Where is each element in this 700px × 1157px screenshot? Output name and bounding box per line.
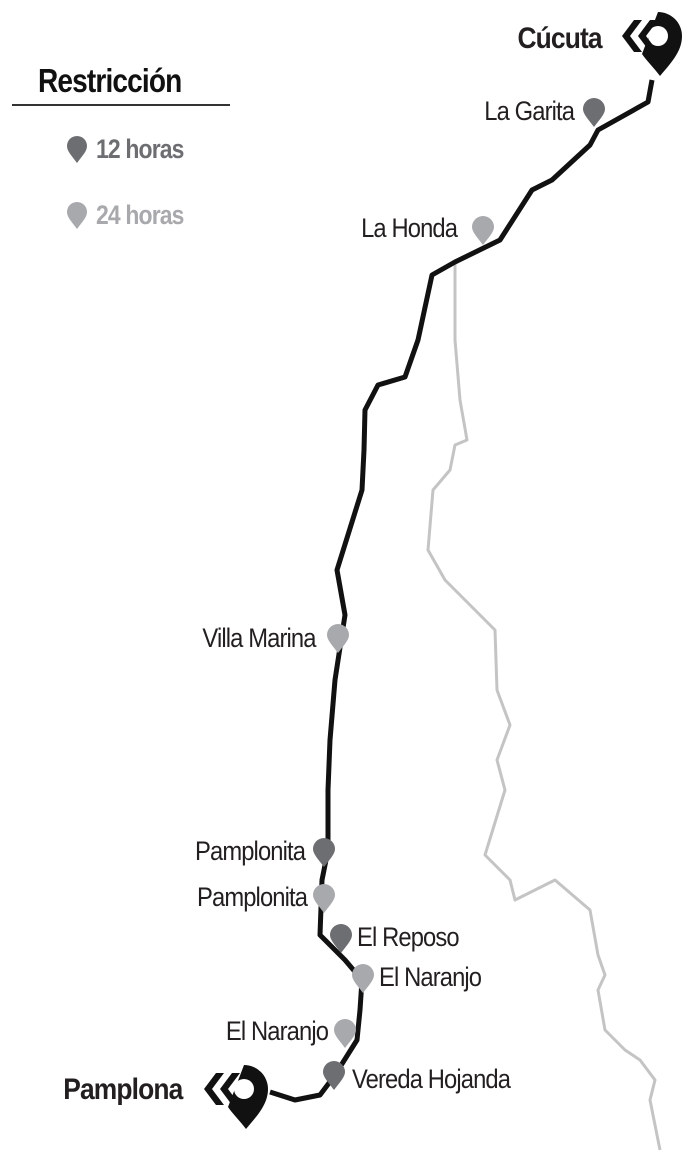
light-pin-icon xyxy=(312,884,336,914)
legend-divider xyxy=(12,104,230,106)
legend-item-24h: 24 horas xyxy=(66,200,199,231)
location-label: El Reposo xyxy=(357,922,460,952)
dark-pin-icon xyxy=(312,838,336,868)
pamplona-label: Pamplona xyxy=(62,1073,183,1106)
light-pin-icon xyxy=(333,1019,357,1049)
location-label: Vereda Hojanda xyxy=(352,1064,511,1094)
dark-pin-icon xyxy=(329,924,353,954)
light-pin-icon xyxy=(471,216,495,246)
cucuta-endpoint-icon xyxy=(622,12,682,76)
cucuta-label: Cúcuta xyxy=(517,22,603,55)
dark-pin-icon xyxy=(67,135,87,163)
location-label: El Naranjo xyxy=(225,1016,329,1046)
pamplona-endpoint-icon xyxy=(204,1065,268,1129)
location-label: El Naranjo xyxy=(379,962,482,992)
light-pin-icon xyxy=(351,964,375,994)
dark-pin-icon xyxy=(582,98,606,128)
location-label: Pamplonita xyxy=(194,836,306,866)
light-pin-icon xyxy=(67,201,87,229)
dark-pin-icon xyxy=(322,1061,346,1091)
location-label: Pamplonita xyxy=(196,882,308,912)
location-label: Villa Marina xyxy=(202,623,317,653)
legend-title: Restricción xyxy=(38,62,182,99)
route-line xyxy=(269,79,655,1103)
light-pin-icon xyxy=(326,624,350,654)
location-label: La Garita xyxy=(484,96,575,126)
location-label: La Honda xyxy=(360,213,458,243)
border-line xyxy=(426,262,662,1151)
legend-item-12h: 12 horas xyxy=(66,134,199,165)
